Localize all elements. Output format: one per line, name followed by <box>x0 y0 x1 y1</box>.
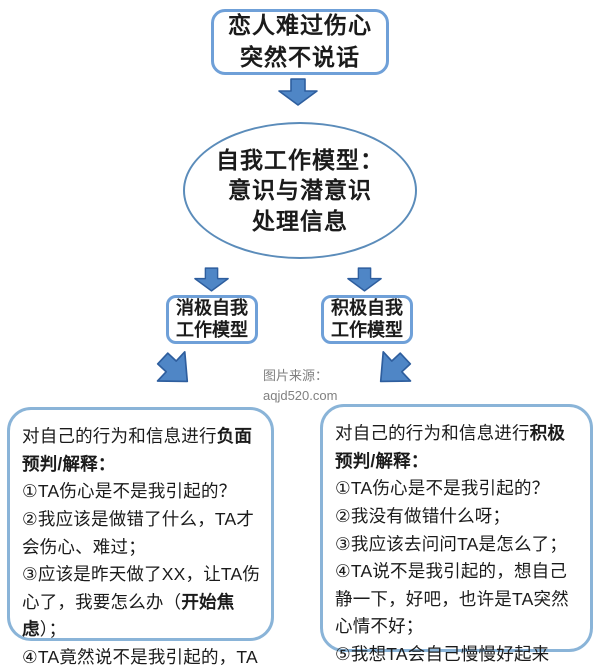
detail-paragraph: ④TA竟然说不是我引起的，TA肯定是生气了，TA不会要跟我分手吧？我要想想办法才… <box>22 647 258 667</box>
watermark-line: aqjd520.com <box>263 387 338 403</box>
detail-paragraph: ③应该是昨天做了XX，让TA伤心了，我要怎么办（开始焦虑）； <box>22 564 261 640</box>
self-working-model-ellipse: 自我工作模型： 意识与潜意识 处理信息 <box>183 122 417 259</box>
detail-paragraph: 对自己的行为和信息进行负面预判/解释： <box>22 426 253 474</box>
start-box-line: 突然不说话 <box>240 44 360 70</box>
positive-detail-box: 对自己的行为和信息进行积极预判/解释： ①TA伤心是不是我引起的？ ②我没有做错什么… <box>320 404 593 664</box>
ellipse-line: 自我工作模型： <box>216 146 384 173</box>
down-arrow-to-positive-model <box>347 266 382 293</box>
watermark-line: 图片来源： <box>263 368 329 383</box>
negative-model-line: 消极自我 <box>176 297 248 318</box>
detail-paragraph: ②我应该是做错了什么，TA才会伤心、难过； <box>22 508 255 557</box>
ellipse-line: 处理信息 <box>252 207 348 234</box>
down-right-arrow <box>366 342 421 397</box>
detail-paragraph: 对自己的行为和信息进行积极预判/解释： <box>335 423 566 471</box>
detail-paragraph: ⑤我想TA会自己慢慢好起来的； <box>335 644 550 665</box>
negative-model-line: 工作模型 <box>176 319 248 340</box>
ellipse-line: 意识与潜意识 <box>228 177 372 204</box>
detail-paragraph: ①TA伤心是不是我引起的？ <box>335 478 550 499</box>
positive-model-line: 工作模型 <box>331 319 403 340</box>
positive-model-box: 积极自我 工作模型 <box>321 295 413 344</box>
watermark-source: 图片来源： aqjd520.com <box>263 366 337 405</box>
start-box-line: 恋人难过伤心 <box>228 12 372 39</box>
detail-paragraph: ③我应该去问问TA是怎么了； <box>335 533 568 554</box>
start-box: 恋人难过伤心 突然不说话 <box>211 9 389 75</box>
detail-paragraph: ②我没有做错什么呀； <box>335 505 511 526</box>
detail-paragraph: ④TA说不是我引起的，想自己静一下，好吧，也许是TA突然心情不好； <box>335 561 569 637</box>
down-arrow-to-negative-model <box>194 266 229 293</box>
down-arrow-top <box>278 78 318 106</box>
down-left-arrow <box>148 342 203 397</box>
detail-paragraph: ①TA伤心是不是我引起的？ <box>22 481 237 502</box>
negative-model-box: 消极自我 工作模型 <box>166 295 258 344</box>
negative-detail-box: 对自己的行为和信息进行负面预判/解释： ①TA伤心是不是我引起的？ ②我应该是做错了… <box>7 407 274 667</box>
positive-model-line: 积极自我 <box>331 297 403 318</box>
